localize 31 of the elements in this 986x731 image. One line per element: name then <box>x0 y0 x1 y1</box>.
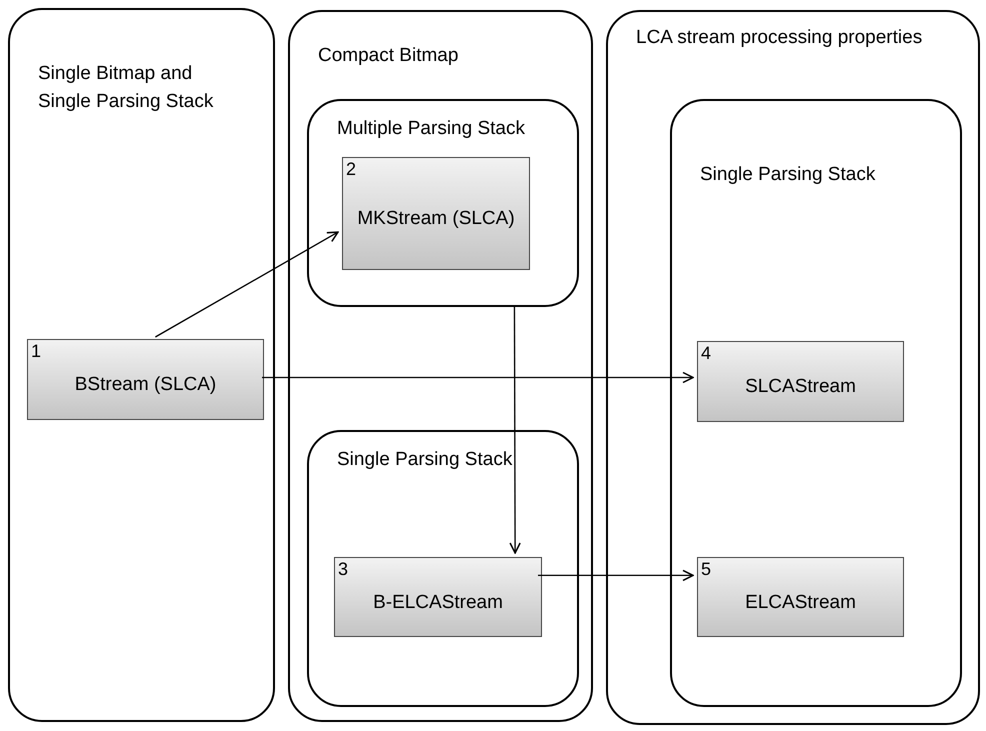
box-number: 4 <box>701 342 712 364</box>
group-title: Single Bitmap and Single Parsing Stack <box>38 62 214 114</box>
group-title: Single Parsing Stack <box>337 448 514 472</box>
box-label: BStream (SLCA) <box>74 373 218 398</box>
arrow <box>509 305 521 554</box>
group-title: Multiple Parsing Stack <box>337 117 526 141</box>
arrow <box>538 570 694 582</box>
group-title: Compact Bitmap <box>318 44 460 68</box>
process-box <box>697 557 904 637</box>
process-box <box>342 157 530 270</box>
box-label: MKStream (SLCA) <box>356 207 516 232</box>
group-container <box>307 430 579 707</box>
box-number: 3 <box>338 558 348 580</box>
box-label: B-ELCAStream <box>372 590 504 615</box>
process-box <box>697 341 904 422</box>
group-container <box>8 8 275 722</box>
box-number: 5 <box>701 558 712 580</box>
group-container <box>288 10 593 722</box>
box-number: 2 <box>346 158 356 180</box>
box-label: SLCAStream <box>744 375 857 400</box>
group-title: LCA stream processing properties <box>636 26 924 50</box>
group-title: Single Parsing Stack <box>700 163 876 187</box>
group-container <box>670 99 962 707</box>
group-container <box>606 10 980 725</box>
box-label: ELCAStream <box>744 590 857 615</box>
group-container <box>307 99 579 307</box>
box-number: 1 <box>31 340 42 362</box>
arrow <box>155 231 339 338</box>
process-box <box>334 557 542 637</box>
process-box <box>27 339 264 420</box>
arrow <box>262 372 694 384</box>
